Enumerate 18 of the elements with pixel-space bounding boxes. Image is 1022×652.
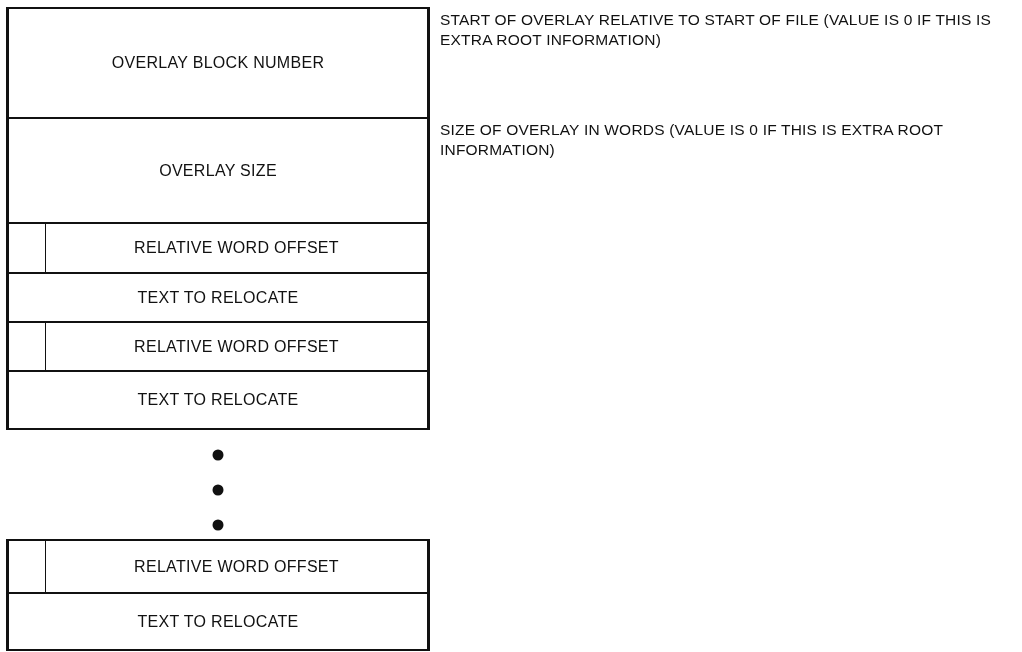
table-row [8, 371, 428, 429]
row-label: RELATIVE WORD OFFSET [133, 239, 339, 257]
row-label: TEXT TO RELOCATE [137, 391, 299, 409]
row-label: RELATIVE WORD OFFSET [133, 337, 339, 356]
annotation-note: SIZE OF OVERLAY IN WORDS (VALUE IS 0 IF THIS IS EXTRA ROOT INFORMATION) [440, 120, 944, 160]
table-row [8, 273, 428, 322]
table-row [8, 118, 428, 223]
table-row [8, 540, 428, 593]
row-label: OVERLAY SIZE [159, 161, 277, 180]
row-label: TEXT TO RELOCATE [137, 612, 299, 631]
row-label: TEXT TO RELOCATE [137, 288, 299, 307]
row-label: RELATIVE WORD OFFSET [133, 557, 339, 576]
row-label: OVERLAY BLOCK NUMBER [111, 54, 325, 72]
table-row [8, 593, 428, 650]
table-row [8, 322, 428, 371]
table-row [8, 223, 428, 273]
table-row [8, 8, 428, 118]
annotation-note: START OF OVERLAY RELATIVE TO START OF FILE (VALUE IS 0 IF THIS IS EXTRA ROOT INFORMATION) [440, 10, 993, 50]
